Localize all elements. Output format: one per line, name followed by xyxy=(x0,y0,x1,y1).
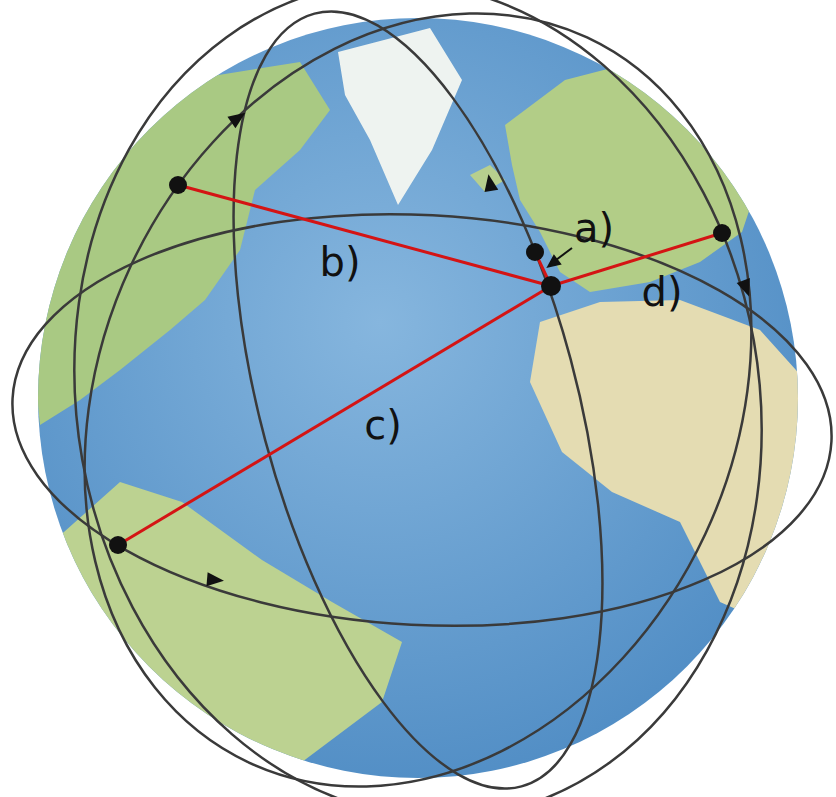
iceland xyxy=(470,165,505,192)
polar-orbit xyxy=(162,0,674,797)
equatorial-orbit xyxy=(2,194,836,646)
satellite-dot xyxy=(169,176,187,194)
line-of-sight-links xyxy=(118,185,722,545)
direction-arrow xyxy=(482,173,499,192)
link-label: a) xyxy=(574,206,614,250)
link-label: c) xyxy=(364,403,402,447)
south-america xyxy=(55,482,402,762)
satellite-dot xyxy=(109,536,127,554)
direction-arrow xyxy=(737,278,756,299)
satellites xyxy=(109,176,731,554)
greenland xyxy=(338,28,462,205)
direction-arrow xyxy=(206,572,224,587)
satellite-dot xyxy=(526,243,544,261)
link-line xyxy=(118,286,551,545)
leader-head xyxy=(545,256,560,271)
direction-arrow xyxy=(227,107,249,128)
link-label: b) xyxy=(320,240,361,284)
link-label: d) xyxy=(642,270,683,314)
africa xyxy=(530,300,805,625)
link-line xyxy=(178,185,551,286)
ground-station-dot xyxy=(541,276,561,296)
land-masses xyxy=(30,28,805,762)
orbit-direction-arrows xyxy=(206,107,755,588)
leader-arrow xyxy=(545,248,572,271)
satellite-dot xyxy=(713,224,731,242)
leader-line xyxy=(556,248,572,260)
polar-orbit xyxy=(9,0,827,797)
